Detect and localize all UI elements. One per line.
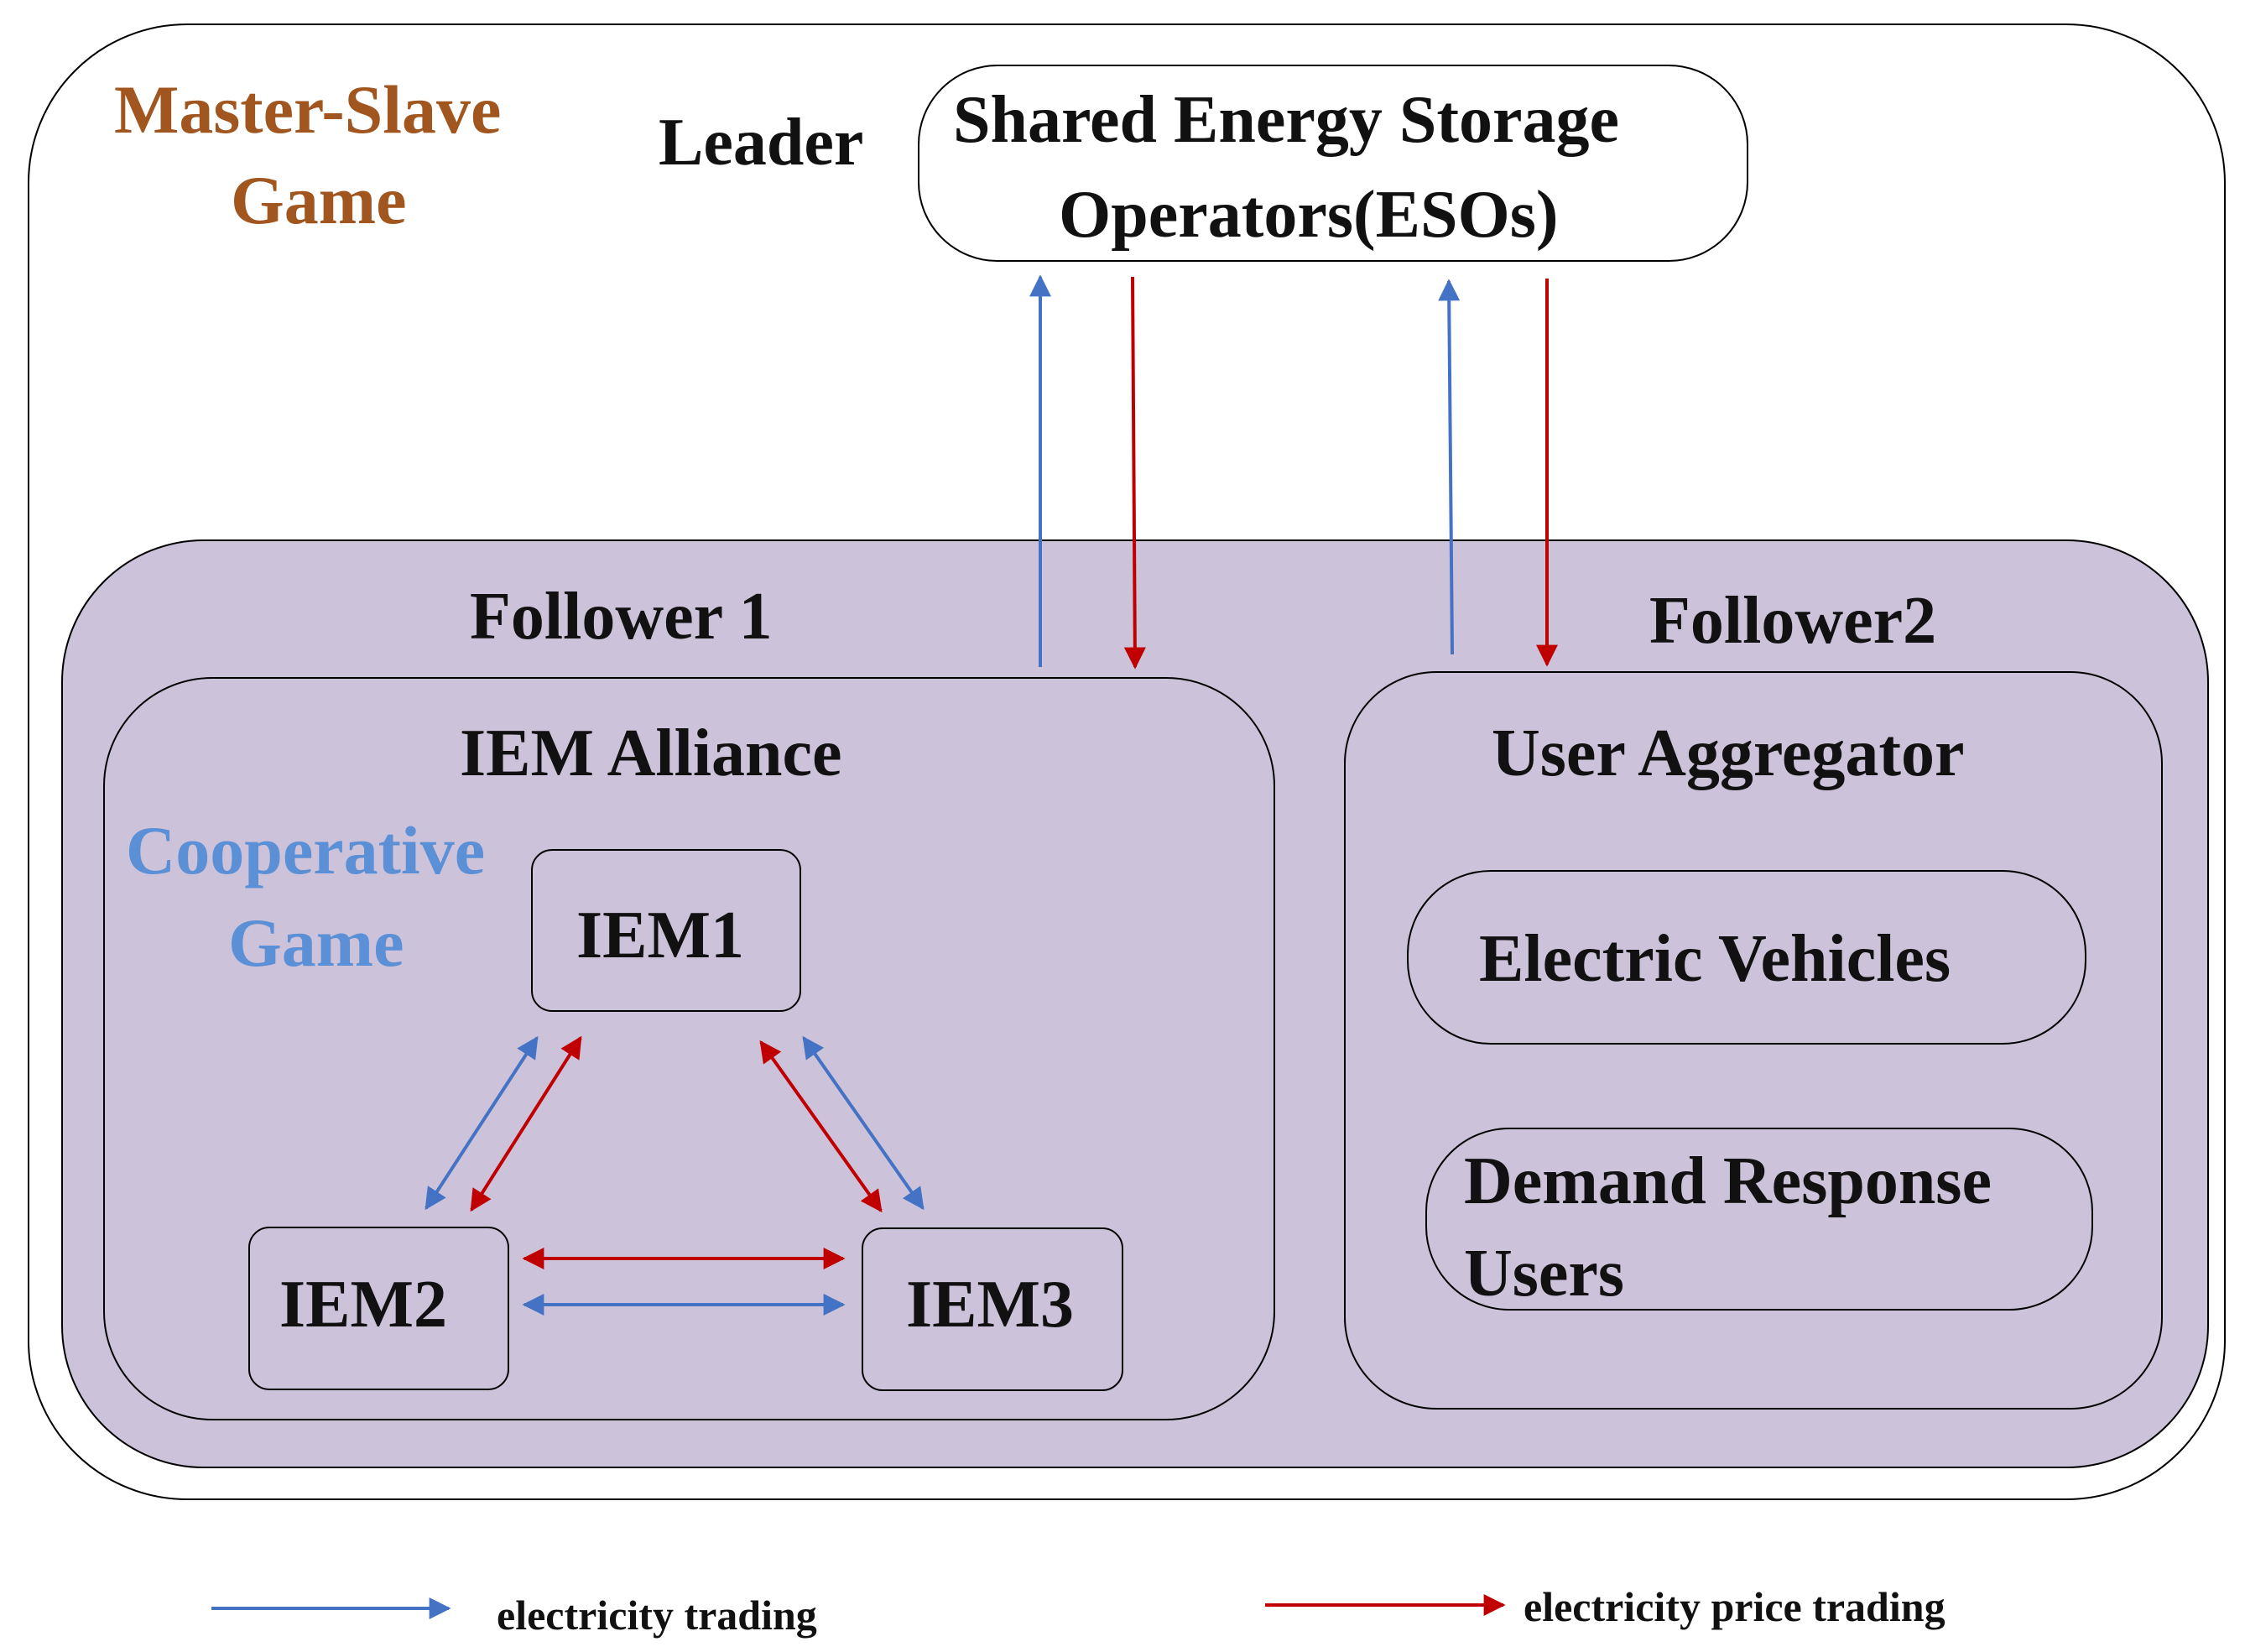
demand-response-box [1425,1128,2093,1311]
iem2-box [248,1227,509,1390]
iem1-iem2-electricity-arrow [425,1035,539,1211]
eso-to-iem-alliance-arrow [1123,276,1146,670]
iem2-label: IEM2 [279,1268,447,1342]
master-slave-title-line2: Game [231,162,407,238]
leader-label: Leader [659,106,864,180]
iem1-box [531,849,801,1012]
cooperative-title-line2: Game [228,904,404,981]
eso-title-line2: Operators(ESOs) [1059,178,1559,252]
electric-vehicles-box [1407,870,2086,1045]
demand-response-line2: Users [1464,1237,1625,1311]
eso-title-line1: Shared Energy Storage [953,83,1620,157]
iem-alliance-title: IEM Alliance [460,717,842,790]
follower1-label: Follower 1 [470,580,773,654]
iem1-iem3-electricity-arrow [802,1035,925,1211]
iem1-label: IEM1 [576,899,744,972]
demand-response-line1: Demand Response [1464,1144,1992,1218]
user-aggregator-title: User Aggregator [1492,717,1965,790]
legend-red-label: electricity price trading [1524,1583,1945,1630]
eso-box [918,65,1748,262]
electric-vehicles-label: Electric Vehicles [1479,922,1951,996]
follower2-label: Follower2 [1649,584,1937,658]
iem1-iem3-price-arrow [759,1040,883,1213]
cooperative-title-line1: Cooperative [126,812,486,889]
legend-blue-label: electricity trading [497,1592,817,1639]
iem3-box [862,1227,1123,1391]
iem1-iem2-price-arrow [470,1035,582,1212]
aggregator-to-eso-arrow [1438,279,1461,655]
iem3-label: IEM3 [906,1268,1074,1342]
master-slave-title-line1: Master-Slave [114,71,502,148]
